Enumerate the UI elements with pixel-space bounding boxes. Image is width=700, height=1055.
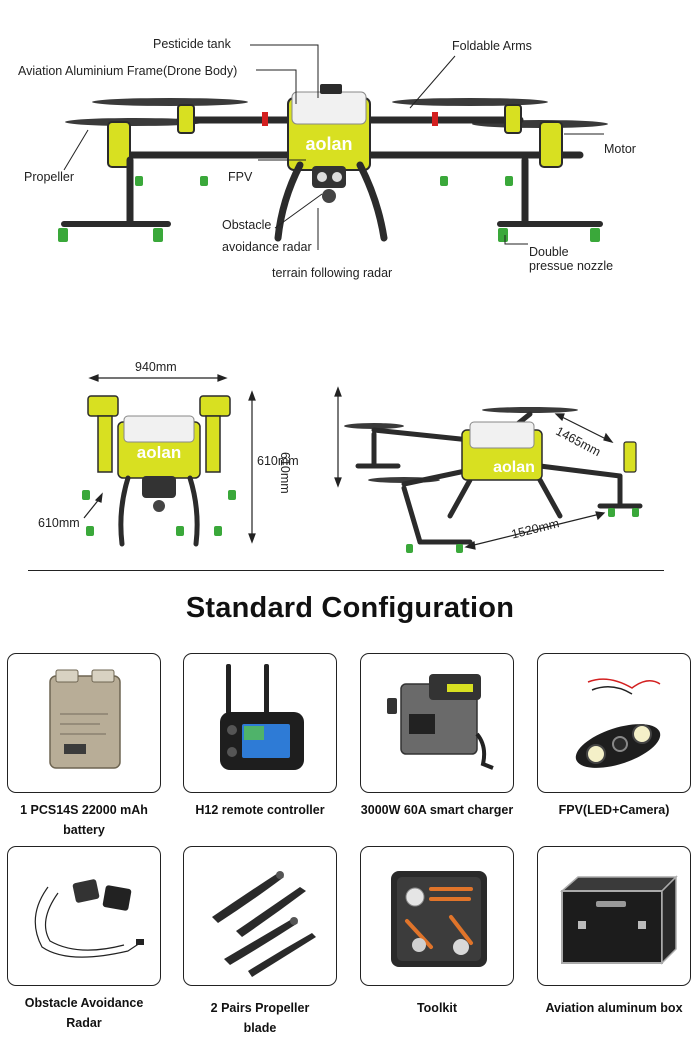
item-card-charger — [360, 653, 514, 793]
radar-icon — [34, 879, 144, 958]
section-title: Standard Configuration — [185, 592, 515, 624]
item-card-toolkit — [360, 846, 514, 986]
item-caption-line1: H12 remote controller — [195, 803, 325, 817]
label-obstacle-line1: Obstacle — [222, 218, 272, 232]
section-divider — [28, 570, 664, 571]
battery-icon — [49, 669, 121, 769]
item-caption-battery: 1 PCS14S 22000 mAh battery — [0, 800, 169, 840]
drone-diagram: aolan — [0, 0, 700, 300]
item-card-propeller-blade — [183, 846, 337, 986]
drone-front-illustration: aolan — [58, 44, 608, 250]
label-propeller: Propeller — [24, 170, 75, 184]
fpv-camera-icon — [575, 678, 661, 768]
label-fpv: FPV — [228, 170, 253, 184]
item-caption-toolkit: Toolkit — [352, 998, 522, 1018]
item-caption-line1: FPV(LED+Camera) — [558, 803, 670, 817]
side-view-logo: aolan — [493, 459, 535, 476]
front-view-illustration: aolan — [82, 374, 643, 553]
front-view-logo: aolan — [137, 443, 181, 462]
item-caption-aluminum-box: Aviation aluminum box — [529, 998, 699, 1018]
item-caption-charger: 3000W 60A smart charger — [352, 800, 522, 820]
item-caption-line2: battery — [63, 823, 105, 837]
dim-side-height: 610mm — [278, 452, 292, 494]
label-motor: Motor — [604, 142, 636, 156]
item-card-battery — [7, 653, 161, 793]
toolkit-icon — [391, 871, 487, 967]
item-caption-fpv-camera: FPV(LED+Camera) — [529, 800, 699, 820]
item-caption-remote-controller: H12 remote controller — [175, 800, 345, 820]
item-caption-line1: 1 PCS14S 22000 mAh — [20, 803, 148, 817]
item-caption-line1: Aviation aluminum box — [545, 1001, 683, 1015]
remote-controller-icon — [220, 664, 304, 770]
label-foldable-arms: Foldable Arms — [452, 39, 532, 53]
drone-logo: aolan — [305, 134, 352, 154]
item-card-aluminum-box — [537, 846, 691, 986]
item-caption-radar: Obstacle Avoidance Radar — [0, 993, 169, 1033]
item-card-remote-controller — [183, 653, 337, 793]
label-frame: Aviation Aluminium Frame(Drone Body) — [18, 64, 238, 78]
item-caption-line2: Radar — [66, 1016, 102, 1030]
item-card-fpv-camera — [537, 653, 691, 793]
label-nozzle-line2: pressue nozzle — [529, 259, 614, 273]
label-terrain-radar: terrain following radar — [272, 266, 393, 280]
item-caption-propeller-blade: 2 Pairs Propeller blade — [175, 998, 345, 1038]
item-caption-line2: blade — [243, 1021, 277, 1035]
item-caption-line1: 2 Pairs Propeller — [210, 1001, 310, 1015]
item-caption-line1: Obstacle Avoidance — [24, 996, 144, 1010]
dim-front-height: 610mm — [257, 454, 299, 468]
label-obstacle-line2: avoidance radar — [222, 240, 312, 254]
dim-front-depth: 610mm — [38, 516, 80, 530]
item-caption-line1: 3000W 60A smart charger — [360, 803, 514, 817]
charger-icon — [387, 674, 494, 770]
propeller-blade-icon — [212, 871, 316, 977]
label-pesticide-tank: Pesticide tank — [153, 37, 231, 51]
dim-front-width: 940mm — [135, 360, 177, 374]
dimension-views: aolan — [0, 330, 700, 560]
aluminum-box-icon — [560, 875, 678, 965]
label-nozzle-line1: Double — [529, 245, 569, 259]
item-caption-line1: Toolkit — [416, 1001, 458, 1015]
item-card-radar — [7, 846, 161, 986]
